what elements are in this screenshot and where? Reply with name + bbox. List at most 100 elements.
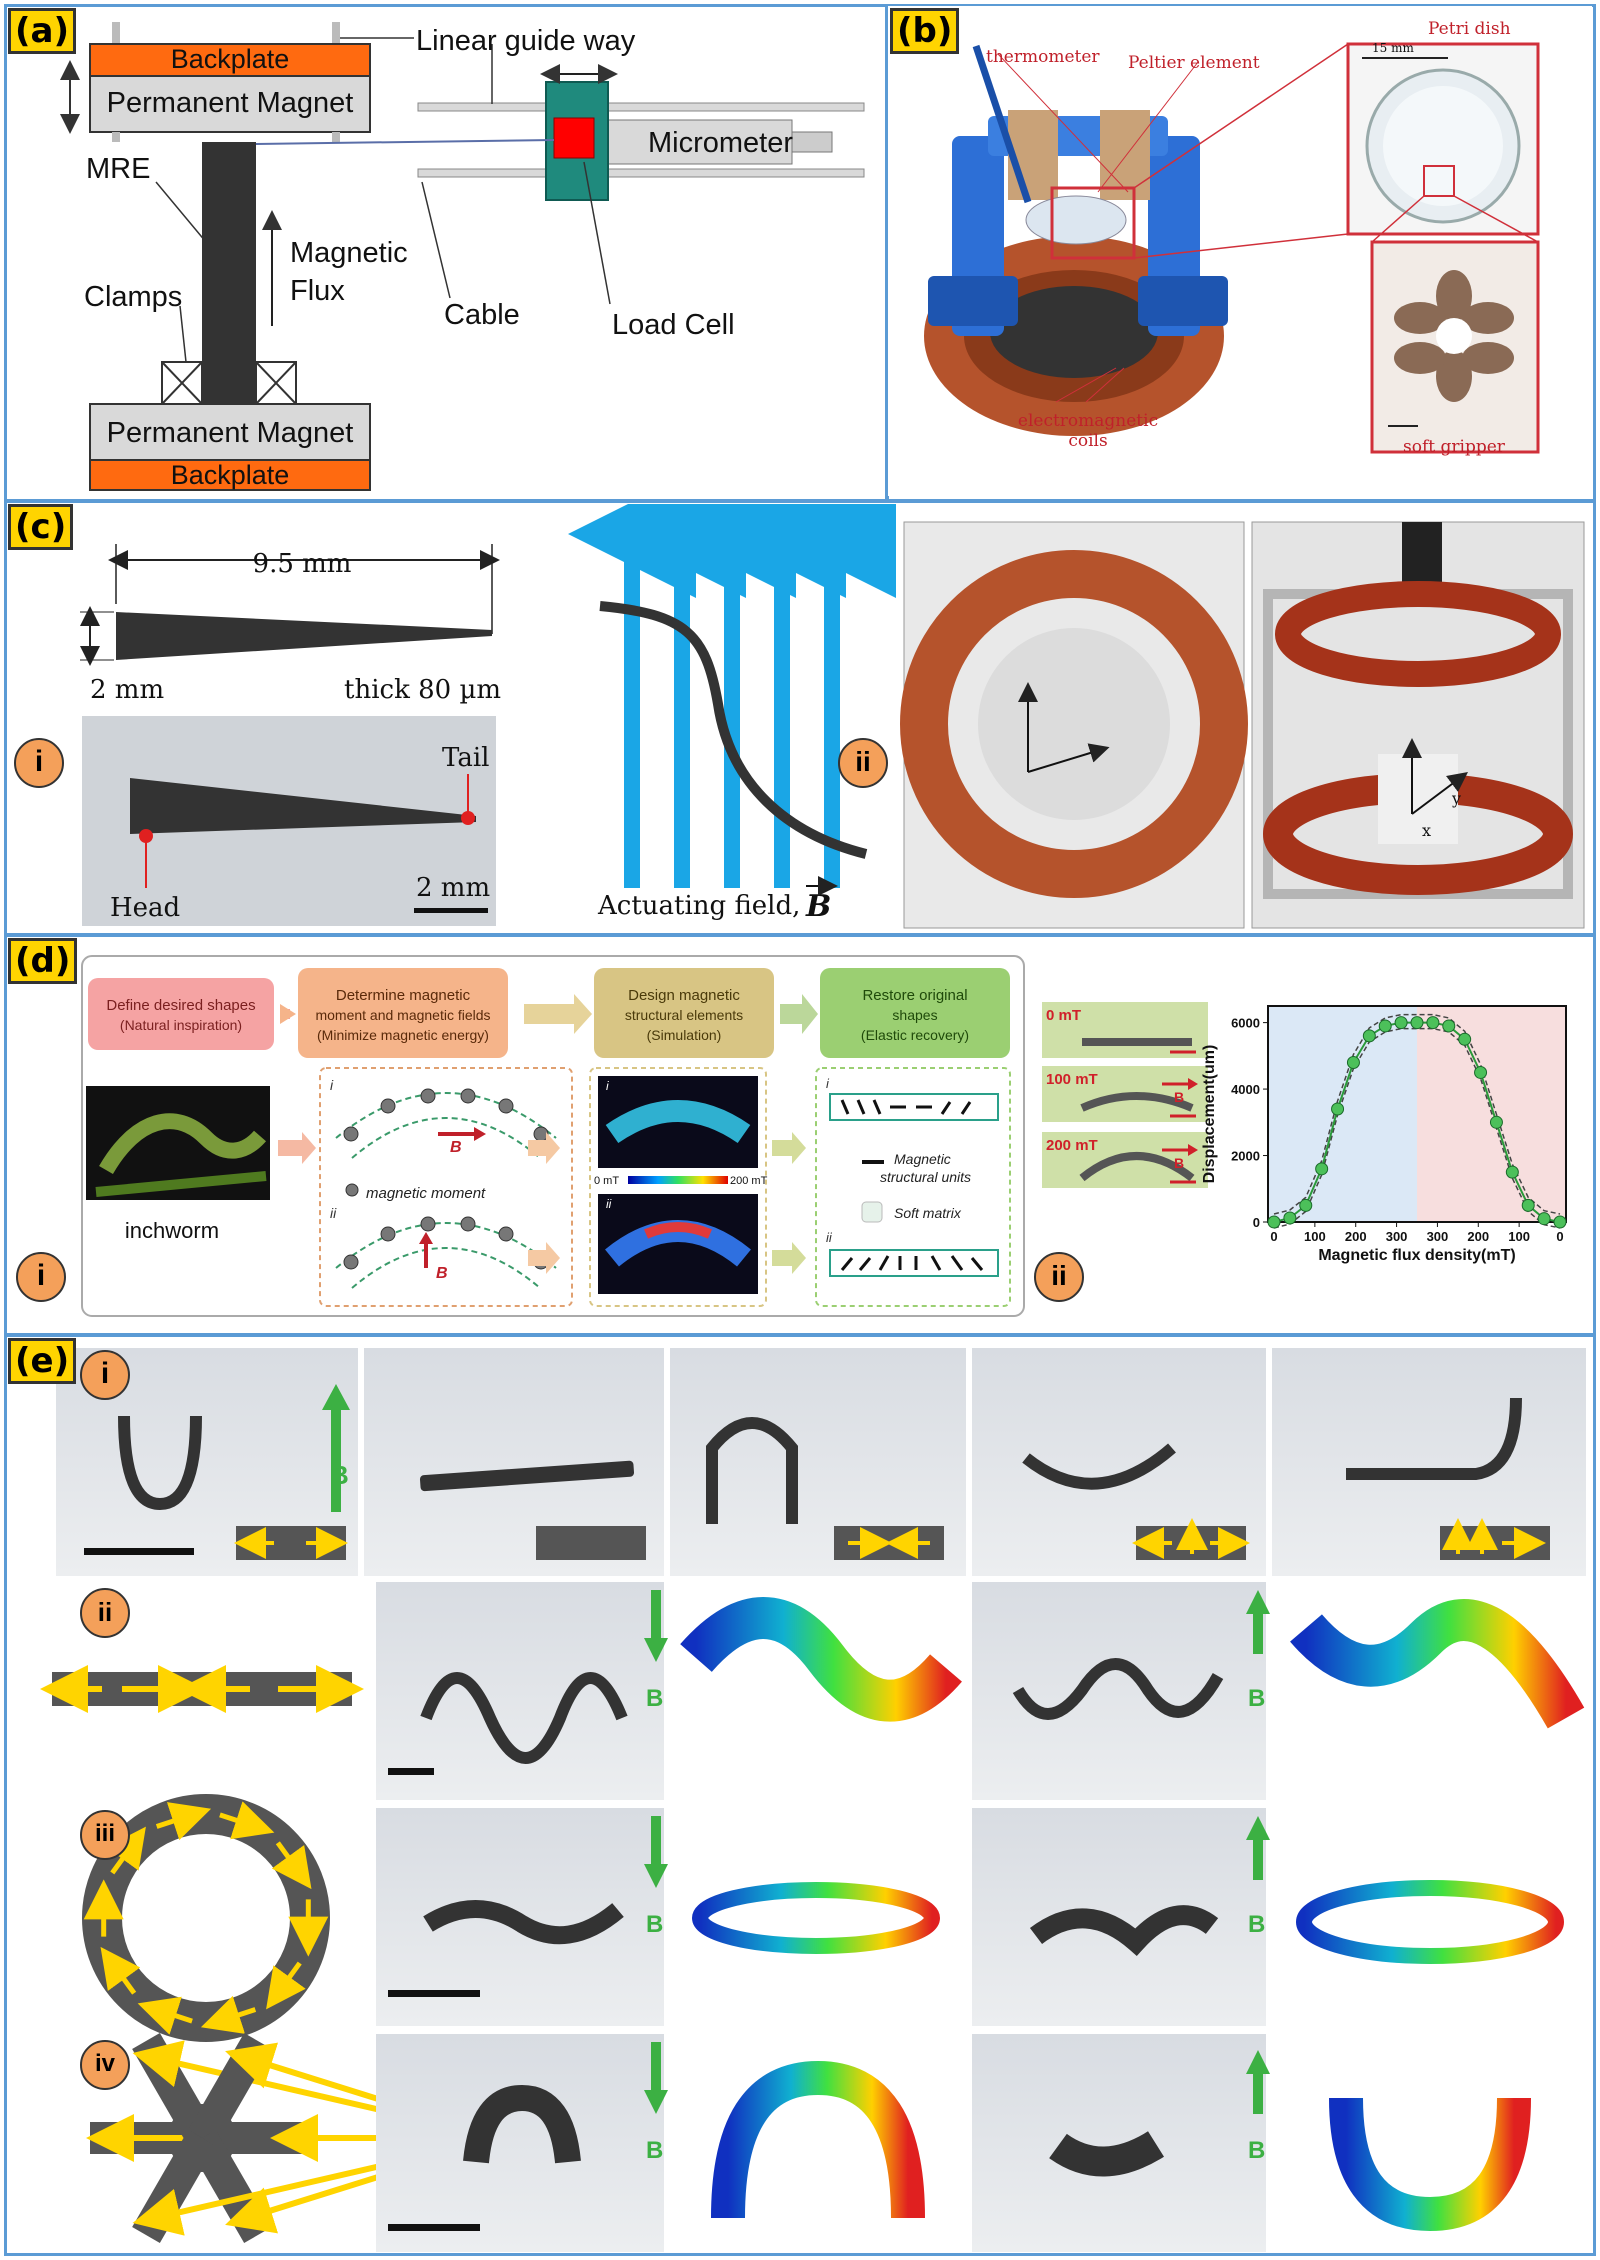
step-4-sub: shapes xyxy=(892,1007,937,1023)
badge-d-i: i xyxy=(16,1252,66,1302)
magnetic-label: Magnetic xyxy=(290,237,408,269)
step-4 xyxy=(820,968,1010,1058)
step-4-sub2: (Elastic recovery) xyxy=(861,1027,969,1043)
rail-bottom xyxy=(417,168,865,178)
cable xyxy=(255,139,555,145)
ring-arrow xyxy=(219,1801,275,1840)
e-iii-b-1: B xyxy=(646,1911,663,1938)
thermometer-probe xyxy=(972,44,1032,204)
seq-b-1: B xyxy=(1174,1089,1184,1105)
ring-arrow xyxy=(155,1802,212,1841)
legend-matrix: Soft matrix xyxy=(894,1205,962,1221)
legend-units-2: structural units xyxy=(880,1169,971,1185)
data-point xyxy=(1299,1198,1313,1212)
data-point xyxy=(1442,1019,1456,1033)
badge-d-ii: ii xyxy=(1034,1252,1084,1302)
data-point xyxy=(1489,1115,1503,1129)
legend-units-1: Magnetic xyxy=(894,1151,951,1167)
panel-label-c: (c) xyxy=(8,504,74,550)
step-2 xyxy=(298,968,508,1058)
b-vector-label: B xyxy=(805,889,831,924)
micrometer-body xyxy=(589,119,793,165)
tapered-strip xyxy=(116,612,492,660)
step-1-sub: (Natural inspiration) xyxy=(120,1017,242,1033)
e-iv-photo-2 xyxy=(972,2034,1266,2252)
inchworm-label: inchworm xyxy=(125,1218,219,1243)
top-magnet-label: Permanent Magnet xyxy=(107,87,354,119)
thermometer-label: thermometer xyxy=(986,47,1100,67)
x-tick-label: 200 xyxy=(1345,1229,1367,1244)
micrometer-label: Micrometer xyxy=(648,127,793,159)
load-cell-label: Load Cell xyxy=(612,309,735,341)
step-3-title: Design magnetic xyxy=(628,987,740,1004)
data-point xyxy=(1331,1102,1345,1116)
step-1 xyxy=(88,978,274,1050)
badge-c-ii: ii xyxy=(838,738,888,788)
restored-i xyxy=(829,1093,999,1121)
guide-post xyxy=(112,22,120,46)
star-arrow xyxy=(132,2162,383,2236)
base-label: 2 mm xyxy=(90,675,164,705)
colorbar-min: 0 mT xyxy=(594,1175,619,1187)
panel-d-diagram: Define desired shapes (Natural inspirati… xyxy=(81,955,1567,1317)
e-ii-photo-1 xyxy=(376,1582,664,1800)
gripper-label: soft gripper xyxy=(1403,437,1506,457)
panel-e-grid: B B B B B xyxy=(40,1348,1586,2252)
thick-label: thick 80 µm xyxy=(344,675,501,705)
y-tick-label: 2000 xyxy=(1231,1149,1260,1164)
tail-marker xyxy=(461,811,475,825)
actuating-label: Actuating field, xyxy=(597,891,800,921)
ring-arrow xyxy=(100,1946,141,1995)
field-200mT-label: 200 mT xyxy=(1046,1137,1098,1154)
data-point xyxy=(1346,1055,1360,1069)
sim-sub-i: i xyxy=(606,1079,609,1093)
e-iv-b-1: B xyxy=(646,2137,663,2164)
panel-label-d: (d) xyxy=(8,938,78,984)
panel-label-e: (e) xyxy=(8,1338,77,1384)
x-tick-label: 100 xyxy=(1508,1229,1530,1244)
data-point xyxy=(1283,1211,1297,1225)
bottom-permanent-magnet xyxy=(89,403,371,461)
moment-box xyxy=(319,1067,573,1307)
data-point xyxy=(1553,1215,1567,1229)
x-tick-label: 0 xyxy=(1556,1229,1563,1244)
petri-label: Petri dish xyxy=(1428,19,1511,39)
guide-post xyxy=(332,22,340,46)
step-1-title: Define desired shapes xyxy=(106,997,255,1014)
data-point xyxy=(1426,1016,1440,1030)
bottom-backplate-label: Backplate xyxy=(171,460,290,490)
sim-sub-ii: ii xyxy=(606,1197,612,1211)
data-point xyxy=(1537,1212,1551,1226)
head-label: Head xyxy=(110,893,180,923)
x-tick-label: 200 xyxy=(1467,1229,1489,1244)
flux-label: Flux xyxy=(290,275,345,307)
colorbar-max: 200 mT xyxy=(730,1175,768,1187)
data-point xyxy=(1521,1198,1535,1212)
coils-label-2: coils xyxy=(1068,431,1107,451)
ring-arrow xyxy=(266,1961,306,2010)
badge-c-i: i xyxy=(14,738,64,788)
seq-0mT xyxy=(1042,1002,1208,1058)
moment-sub-ii: ii xyxy=(330,1205,337,1221)
scale-label: 2 mm xyxy=(416,873,490,903)
badge-e-i: i xyxy=(80,1350,130,1400)
field-0mT-label: 0 mT xyxy=(1046,1007,1081,1024)
zoom-box xyxy=(1050,186,1136,260)
badge-e-ii: ii xyxy=(80,1588,130,1638)
e-iii-b-2: B xyxy=(1248,1911,1265,1938)
coils-label-1: electromagnetic xyxy=(1018,411,1158,431)
axis-y: y xyxy=(1451,789,1461,808)
e-iii-fea-1 xyxy=(670,1808,966,2026)
step-2-sub2: (Minimize magnetic energy) xyxy=(317,1027,489,1043)
head-marker xyxy=(139,829,153,843)
load-cell xyxy=(553,117,595,159)
data-point xyxy=(1378,1019,1392,1033)
ring-arrow xyxy=(137,1996,193,2035)
linear-guide-label: Linear guide way xyxy=(416,25,636,57)
data-point xyxy=(1410,1016,1424,1030)
field-100mT-label: 100 mT xyxy=(1046,1071,1098,1088)
step-3-sub: structural elements xyxy=(625,1007,743,1023)
data-point xyxy=(1362,1029,1376,1043)
step-2-sub: moment and magnetic fields xyxy=(315,1007,490,1023)
